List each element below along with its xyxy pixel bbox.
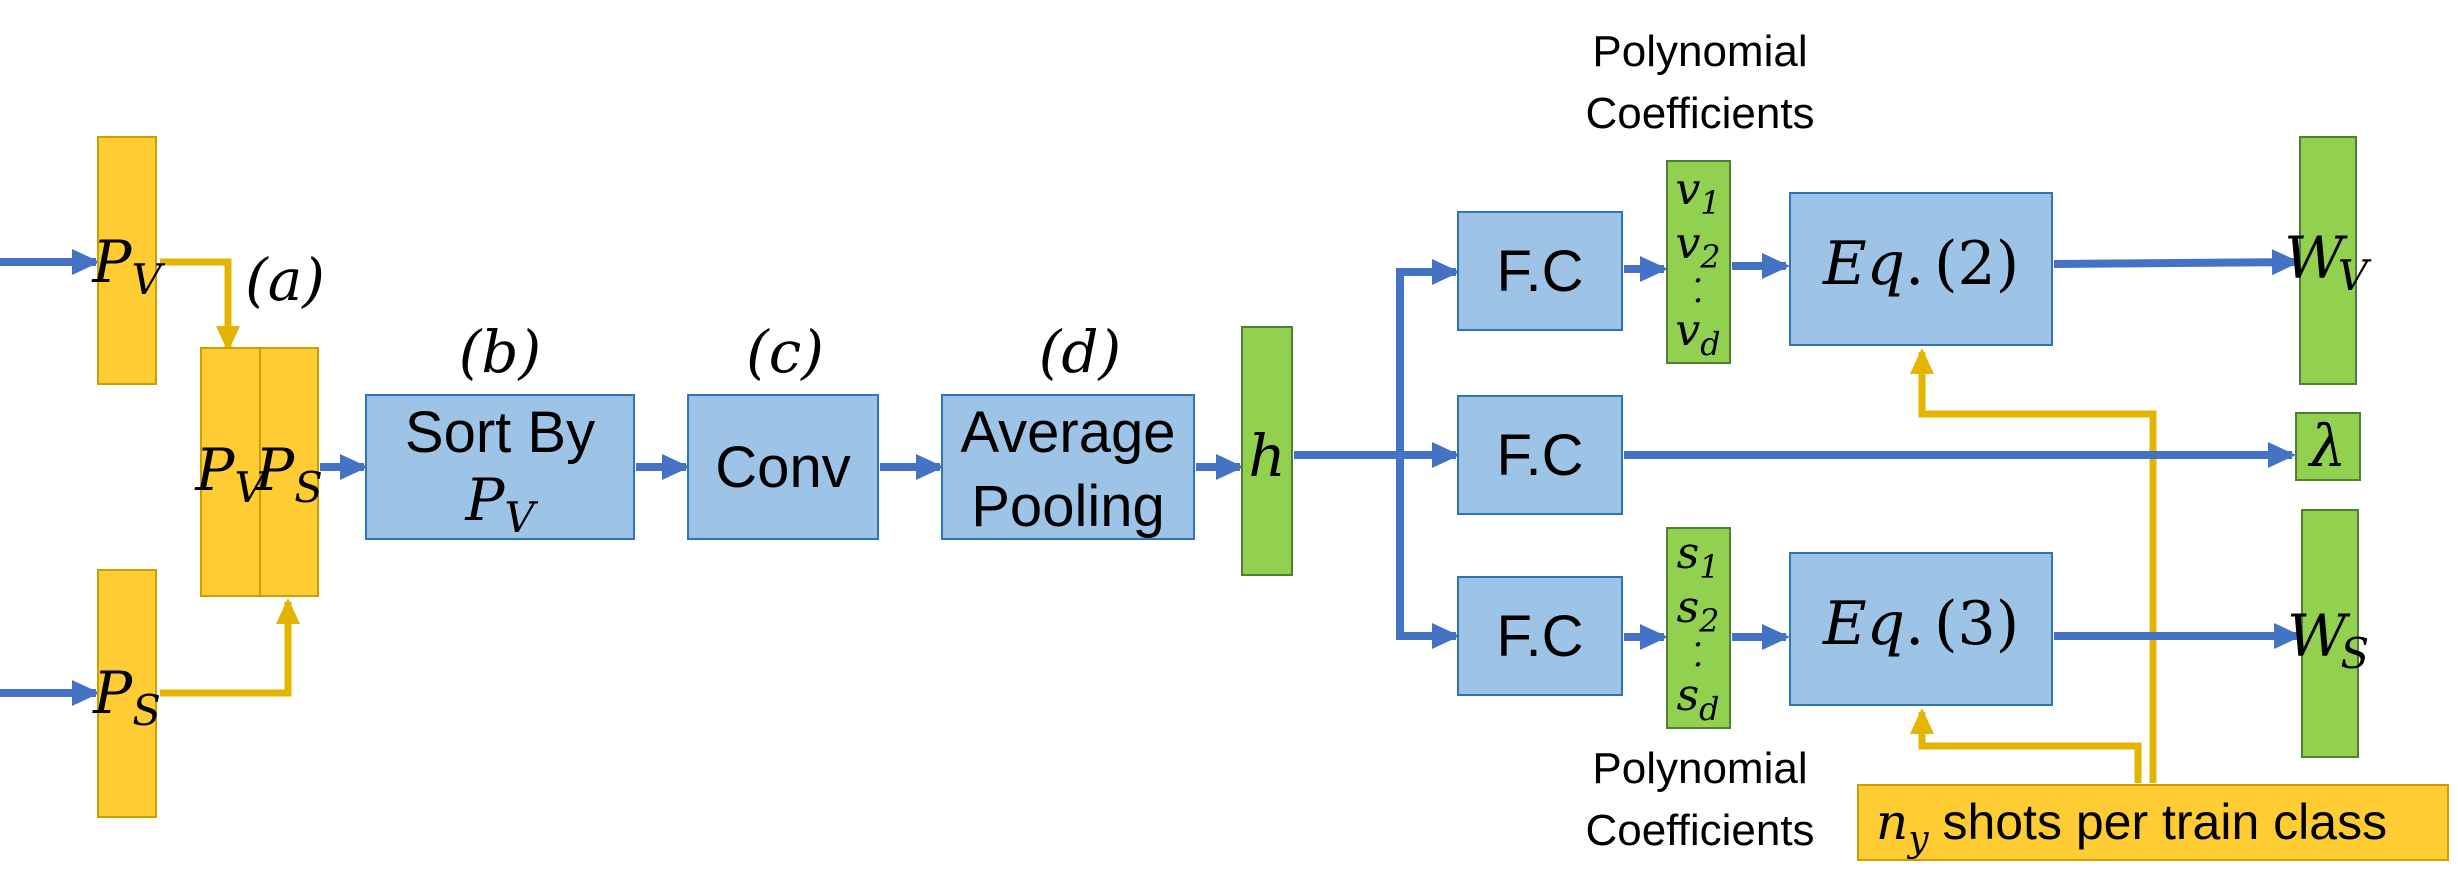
pool-block: Average Pooling <box>941 394 1195 540</box>
step-label-a: (a) <box>245 246 325 314</box>
blue-connectors <box>0 249 2302 706</box>
fc-label: F.C <box>1497 604 1584 669</box>
fc-label: F.C <box>1497 423 1584 488</box>
coeff-s2: s2 <box>1677 582 1720 640</box>
fc-block-2: F.C <box>1457 395 1623 515</box>
fc-label: F.C <box>1497 239 1584 304</box>
coeff-v-dots: · <box>1693 261 1704 301</box>
coeff-caption-top-line1: Polynomial <box>1592 27 1807 76</box>
eq2-label: Eq.(2) <box>1822 229 2019 299</box>
output-wv-label: WV <box>2284 224 2372 300</box>
coeff-s-dots: · <box>1693 625 1704 665</box>
coeffs-v-vector: v1 v2 · · vd <box>1666 160 1731 364</box>
yellow-connectors <box>160 258 2157 783</box>
output-lambda: λ <box>2295 412 2361 481</box>
input-ps-bar: PS <box>92 569 161 818</box>
coeff-v-dots: · <box>1693 281 1704 321</box>
sort-math-label: PV <box>464 466 538 542</box>
coeff-s-dots: · <box>1693 645 1704 685</box>
step-label-c: (c) <box>746 318 824 386</box>
eq3-label: Eq.(3) <box>1822 589 2019 659</box>
coeff-vd: vd <box>1675 305 1720 363</box>
eq2-block: Eq.(2) <box>1789 192 2053 346</box>
output-ws-label: WS <box>2287 602 2369 678</box>
coeff-caption-bottom-line2: Coefficients <box>1585 806 1814 855</box>
output-lambda-label: λ <box>2308 412 2347 480</box>
sort-block: Sort By PV <box>365 394 635 542</box>
coeff-sd: sd <box>1677 670 1720 728</box>
eq2-to-wv-arrow <box>2053 249 2300 276</box>
fc-block-3: F.C <box>1457 576 1623 696</box>
coeff-v1: v1 <box>1675 164 1720 222</box>
fc-block-1: F.C <box>1457 211 1623 331</box>
conv-block: Conv <box>687 394 879 540</box>
coeff-caption-top-line2: Coefficients <box>1585 89 1814 138</box>
pv-to-concat-arrow <box>160 258 240 352</box>
coeffs-s-vector: s1 s2 · · sd <box>1666 527 1731 729</box>
pool-label-line1: Average <box>961 400 1176 465</box>
hidden-label: h <box>1248 422 1285 490</box>
concat-pv-label: PV <box>194 436 268 512</box>
input-ps-label: PS <box>92 659 161 735</box>
step-label-d: (d) <box>1039 318 1121 386</box>
concat-block: PV PS <box>194 347 323 597</box>
input-pv-bar: PV <box>91 136 165 385</box>
shots-to-eq2-arrow <box>1910 348 2157 783</box>
shots-to-eq3-arrow <box>1910 708 2142 783</box>
eq3-block: Eq.(3) <box>1789 552 2053 706</box>
coeff-v2: v2 <box>1675 218 1720 276</box>
concat-ps-label: PS <box>254 436 323 512</box>
shots-box-label: ny shots per train class <box>1876 793 2387 860</box>
coeff-s1: s1 <box>1677 528 1720 586</box>
pool-label-line2: Pooling <box>971 474 1164 539</box>
sort-label: Sort By <box>405 400 595 465</box>
shots-box: ny shots per train class <box>1857 784 2449 861</box>
ps-to-concat-arrow <box>160 598 300 697</box>
input-pv-label: PV <box>91 228 165 304</box>
conv-label: Conv <box>715 435 850 500</box>
output-wv: WV <box>2284 136 2372 385</box>
hidden-vector: h <box>1241 326 1293 576</box>
step-label-b: (b) <box>459 318 541 386</box>
output-ws: WS <box>2287 509 2369 758</box>
coeff-caption-bottom-line1: Polynomial <box>1592 744 1807 793</box>
